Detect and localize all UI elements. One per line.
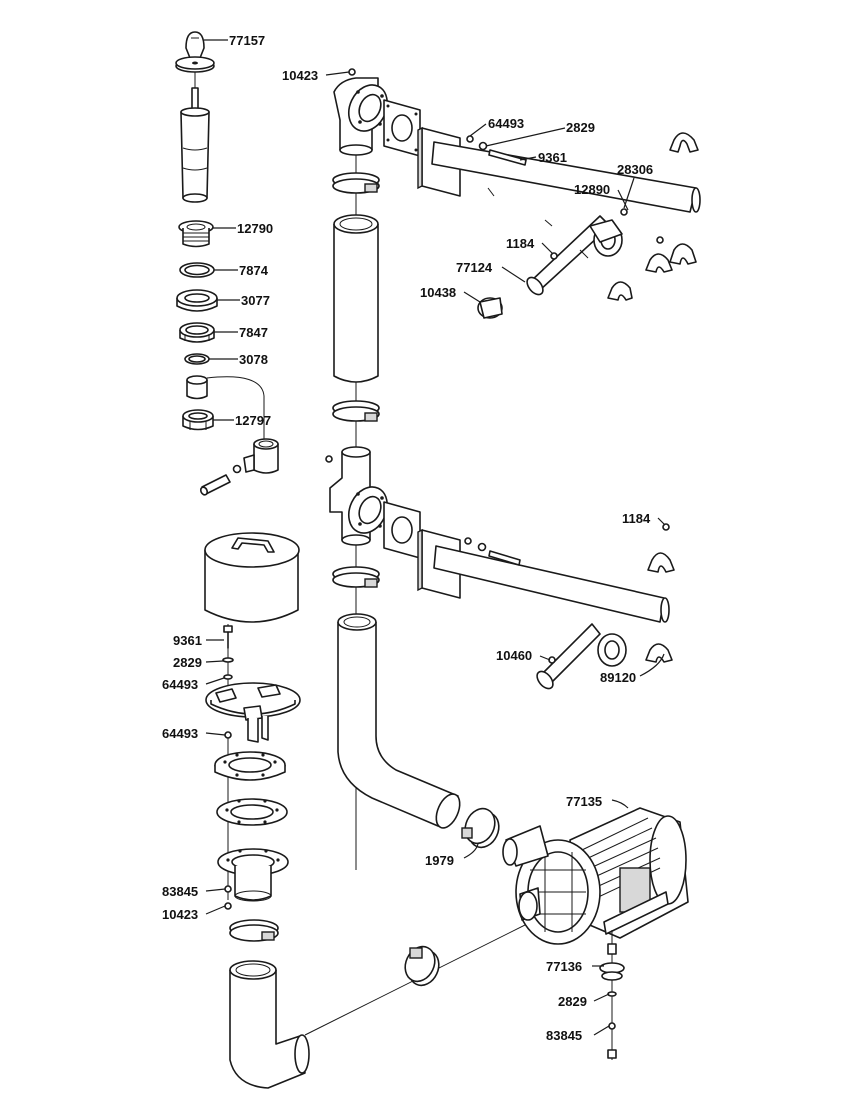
pump-housing-part bbox=[502, 825, 601, 945]
callout-10423: 10423 bbox=[162, 907, 198, 922]
cap-disk-part bbox=[175, 56, 215, 73]
screw-part bbox=[662, 523, 670, 531]
callout-12797: 12797 bbox=[235, 413, 271, 428]
callout-7847: 7847 bbox=[239, 325, 268, 340]
screw-part bbox=[620, 208, 628, 216]
strainer-basket-assembly bbox=[204, 532, 536, 1089]
callout-64493: 64493 bbox=[162, 726, 198, 741]
vibration-mount-part bbox=[599, 930, 625, 1060]
suction-fitting-stack bbox=[175, 31, 279, 496]
sump-body-part bbox=[217, 848, 289, 902]
gasket-plate-part bbox=[383, 501, 421, 559]
union-part bbox=[597, 633, 627, 667]
pump-motor-part bbox=[569, 807, 689, 939]
callout-9361: 9361 bbox=[538, 150, 567, 165]
ring-part bbox=[176, 289, 218, 312]
bolt-set-part bbox=[466, 135, 527, 166]
locknut-part bbox=[179, 322, 215, 343]
callout-1979: 1979 bbox=[425, 853, 454, 868]
washer-part bbox=[222, 657, 234, 663]
union-nut-part bbox=[182, 409, 214, 431]
callout-2829: 2829 bbox=[558, 994, 587, 1009]
callout-64493: 64493 bbox=[162, 677, 198, 692]
callout-2829: 2829 bbox=[173, 655, 202, 670]
hose-clamp-part bbox=[229, 919, 279, 942]
callout-3077: 3077 bbox=[241, 293, 270, 308]
callout-28306: 28306 bbox=[617, 162, 653, 177]
hose-clamp-part bbox=[332, 172, 380, 194]
callout-77135: 77135 bbox=[566, 794, 602, 809]
callout-12890: 12890 bbox=[574, 182, 610, 197]
callout-10460: 10460 bbox=[496, 648, 532, 663]
threaded-flange-part bbox=[178, 220, 214, 248]
upper-manifold-assembly bbox=[347, 84, 701, 319]
end-cap-part bbox=[477, 297, 503, 319]
cup-part bbox=[186, 375, 208, 400]
perforated-basket-part bbox=[204, 532, 300, 623]
pipe-clamp-part bbox=[645, 552, 675, 663]
callout-10438: 10438 bbox=[420, 285, 456, 300]
hose-clamp-part bbox=[461, 807, 500, 849]
nut-part bbox=[224, 885, 232, 893]
gasket-ring-part bbox=[216, 798, 288, 826]
screw-part bbox=[656, 236, 664, 244]
callout-77136: 77136 bbox=[546, 959, 582, 974]
flange-ring-part bbox=[214, 751, 286, 781]
bolt-set-part bbox=[464, 537, 521, 566]
wall-flange-part bbox=[347, 486, 389, 534]
callout-1184: 1184 bbox=[622, 511, 651, 526]
union-part bbox=[589, 219, 623, 257]
hose-clamp-part bbox=[404, 945, 440, 987]
callout-7874: 7874 bbox=[239, 263, 269, 278]
callout-83845: 83845 bbox=[546, 1028, 582, 1043]
gasket-part bbox=[179, 262, 215, 278]
pump-assembly bbox=[404, 807, 689, 1060]
pipe-clamp-part bbox=[607, 132, 699, 301]
callout-64493: 64493 bbox=[488, 116, 524, 131]
callout-12790: 12790 bbox=[237, 221, 273, 236]
callout-89120: 89120 bbox=[600, 670, 636, 685]
screw-part bbox=[550, 252, 558, 260]
callout-77124: 77124 bbox=[456, 260, 493, 275]
callout-10423: 10423 bbox=[282, 68, 318, 83]
bolt-part bbox=[223, 625, 233, 649]
cover-plate-part bbox=[205, 682, 301, 743]
callout-1184: 1184 bbox=[506, 236, 535, 251]
bent-pipe-part bbox=[337, 613, 461, 829]
clip-part bbox=[224, 902, 232, 910]
hose-clamp-part bbox=[332, 400, 380, 422]
gasket-plate-part bbox=[383, 99, 421, 157]
callout-labels: 77157 12790 7874 3077 7847 3078 12797 93… bbox=[162, 33, 653, 1043]
strainer-body-part bbox=[180, 87, 210, 203]
callout-9361: 9361 bbox=[173, 633, 202, 648]
callout-2829: 2829 bbox=[566, 120, 595, 135]
small-nut-part bbox=[224, 731, 232, 739]
elbow-pipe-part bbox=[229, 919, 536, 1089]
lock-washer-part bbox=[223, 674, 233, 680]
tee-fitting-part bbox=[199, 438, 279, 496]
lower-manifold-assembly bbox=[347, 486, 675, 690]
o-ring-part bbox=[184, 353, 210, 365]
manifold-pipe-part bbox=[431, 141, 701, 296]
callout-77157: 77157 bbox=[229, 33, 265, 48]
callout-83845: 83845 bbox=[162, 884, 198, 899]
manifold-pipe-part bbox=[433, 545, 670, 690]
straight-pipe-part bbox=[333, 214, 379, 383]
knob-part bbox=[185, 31, 205, 59]
hose-clamp-part bbox=[332, 566, 380, 588]
callout-3078: 3078 bbox=[239, 352, 268, 367]
leader-lines bbox=[204, 39, 666, 1036]
